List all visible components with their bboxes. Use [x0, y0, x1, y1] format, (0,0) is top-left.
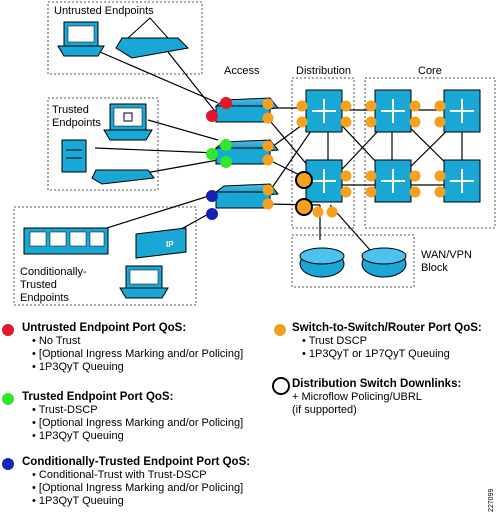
wan-router-1 — [299, 247, 345, 278]
switch-port-dot — [312, 206, 324, 218]
untrusted-legend-dot — [2, 324, 14, 336]
conditional-legend: Conditionally-Trusted Endpoint Port QoS:… — [22, 456, 250, 508]
switch-port-dot — [340, 186, 352, 198]
switch-port-dot — [365, 170, 377, 182]
switch-port-dot — [262, 112, 274, 124]
appliance-icon — [91, 169, 155, 185]
untrusted-port-dot — [220, 97, 232, 109]
untrusted-legend-item: • 1P3QyT Queuing — [32, 361, 124, 373]
switch-port-dot — [434, 170, 446, 182]
trusted-legend-item: • [Optional Ingress Marking and/or Polic… — [32, 417, 244, 429]
untrusted-legend-heading: Untrusted Endpoint Port QoS: — [22, 322, 187, 334]
trusted-label-line1: Trusted — [52, 104, 89, 116]
secure-laptop-icon — [103, 103, 153, 141]
distribution-switch-1 — [305, 89, 343, 133]
switch-port-dot — [409, 170, 421, 182]
video-conference-icon — [23, 227, 109, 255]
trusted-legend-heading: Trusted Endpoint Port QoS: — [22, 391, 174, 403]
access-layer-label: Access — [224, 65, 260, 77]
distribution-layer-label: Distribution — [296, 65, 351, 77]
ip-phone-icon: IP — [135, 227, 187, 259]
core-switch-4 — [443, 159, 481, 203]
pc-icon — [57, 21, 105, 57]
conditional-label-line2: Trusted — [20, 279, 57, 291]
figure-id: 227099 — [488, 488, 495, 512]
switch-port-dot — [296, 100, 308, 112]
downlink-ring — [295, 198, 313, 216]
conditional-port-dot — [206, 190, 218, 202]
switch-port-dot — [409, 116, 421, 128]
switch-port-dot — [326, 206, 338, 218]
trusted-port-dot — [206, 148, 218, 160]
switch-legend-item: • Trust DSCP — [302, 335, 367, 347]
access-switch-1 — [214, 97, 279, 123]
wan-router-2 — [361, 247, 407, 278]
trusted-port-dot — [220, 156, 232, 168]
switch-port-dot — [434, 186, 446, 198]
switch-port-dot — [365, 116, 377, 128]
port-markers — [206, 97, 446, 220]
conditional-label-line1: Conditionally- — [20, 266, 87, 278]
switch-port-dot — [262, 98, 274, 110]
switch-legend-item: • 1P3QyT or 1P7QyT Queuing — [302, 348, 450, 360]
downlink-ring — [295, 171, 313, 189]
wan-label-line1: WAN/VPN — [421, 249, 472, 261]
conditional-laptop-icon — [119, 265, 169, 299]
untrusted-port-dot — [206, 110, 218, 122]
server-icon — [61, 139, 87, 173]
core-box — [364, 77, 496, 229]
switch-legend-dot — [274, 324, 286, 336]
switch-port-dot — [340, 116, 352, 128]
trusted-legend-item: • 1P3QyT Queuing — [32, 430, 124, 442]
untrusted-endpoints-label: Untrusted Endpoints — [54, 5, 154, 17]
switch-legend-heading: Switch-to-Switch/Router Port QoS: — [292, 322, 482, 334]
conditional-label-line3: Endpoints — [20, 292, 69, 304]
printer-icon — [115, 17, 190, 59]
downlinks-legend-item: + Microflow Policing/UBRL — [292, 391, 422, 403]
untrusted-legend-item: • [Optional Ingress Marking and/or Polic… — [32, 348, 244, 360]
downlinks-legend-ring — [272, 377, 290, 395]
switch-port-dot — [296, 116, 308, 128]
core-switch-1 — [374, 89, 412, 133]
ip-phone-text: IP — [166, 240, 174, 249]
conditional-legend-dot — [2, 458, 14, 470]
untrusted-legend: Untrusted Endpoint Port QoS: • No Trust … — [22, 322, 243, 374]
switch-port-dot — [434, 100, 446, 112]
conditional-legend-item: • [Optional Ingress Marking and/or Polic… — [32, 482, 244, 494]
switch-port-dot — [262, 140, 274, 152]
conditional-legend-item: • Conditional-Trust with Trust-DSCP — [32, 469, 207, 481]
switch-port-dot — [262, 184, 274, 196]
switch-port-dot — [262, 154, 274, 166]
switch-port-dot — [262, 198, 274, 210]
wan-label-line2: Block — [421, 262, 448, 274]
trusted-port-dot — [220, 139, 232, 151]
switch-port-dot — [340, 100, 352, 112]
switch-port-dot — [409, 186, 421, 198]
switch-port-dot — [365, 186, 377, 198]
switch-port-dot — [434, 116, 446, 128]
switch-port-dot — [365, 100, 377, 112]
core-layer-label: Core — [418, 65, 442, 77]
switch-legend: Switch-to-Switch/Router Port QoS: • Trus… — [292, 322, 482, 361]
downlinks-legend: Distribution Switch Downlinks: + Microfl… — [292, 378, 461, 417]
switch-port-dot — [340, 170, 352, 182]
trusted-legend: Trusted Endpoint Port QoS: • Trust-DSCP … — [22, 391, 243, 443]
trusted-legend-dot — [2, 393, 14, 405]
core-switch-3 — [374, 159, 412, 203]
conditional-port-dot — [206, 208, 218, 220]
untrusted-endpoints-box — [47, 1, 203, 75]
core-switch-2 — [443, 89, 481, 133]
trusted-legend-item: • Trust-DSCP — [32, 404, 98, 416]
conditional-legend-heading: Conditionally-Trusted Endpoint Port QoS: — [22, 456, 251, 468]
switch-port-dot — [409, 100, 421, 112]
downlinks-legend-item: (if supported) — [292, 404, 357, 416]
qos-topology-diagram: Untrusted Endpoints Trusted Endpoints Co… — [13, 1, 496, 306]
distribution-box — [291, 77, 355, 229]
conditional-legend-item: • 1P3QyT Queuing — [32, 495, 124, 507]
trusted-endpoints-box — [47, 97, 159, 191]
untrusted-legend-item: • No Trust — [32, 335, 81, 347]
trusted-label-line2: Endpoints — [52, 117, 101, 129]
wan-box — [291, 234, 415, 288]
downlinks-legend-heading: Distribution Switch Downlinks: — [292, 378, 462, 390]
